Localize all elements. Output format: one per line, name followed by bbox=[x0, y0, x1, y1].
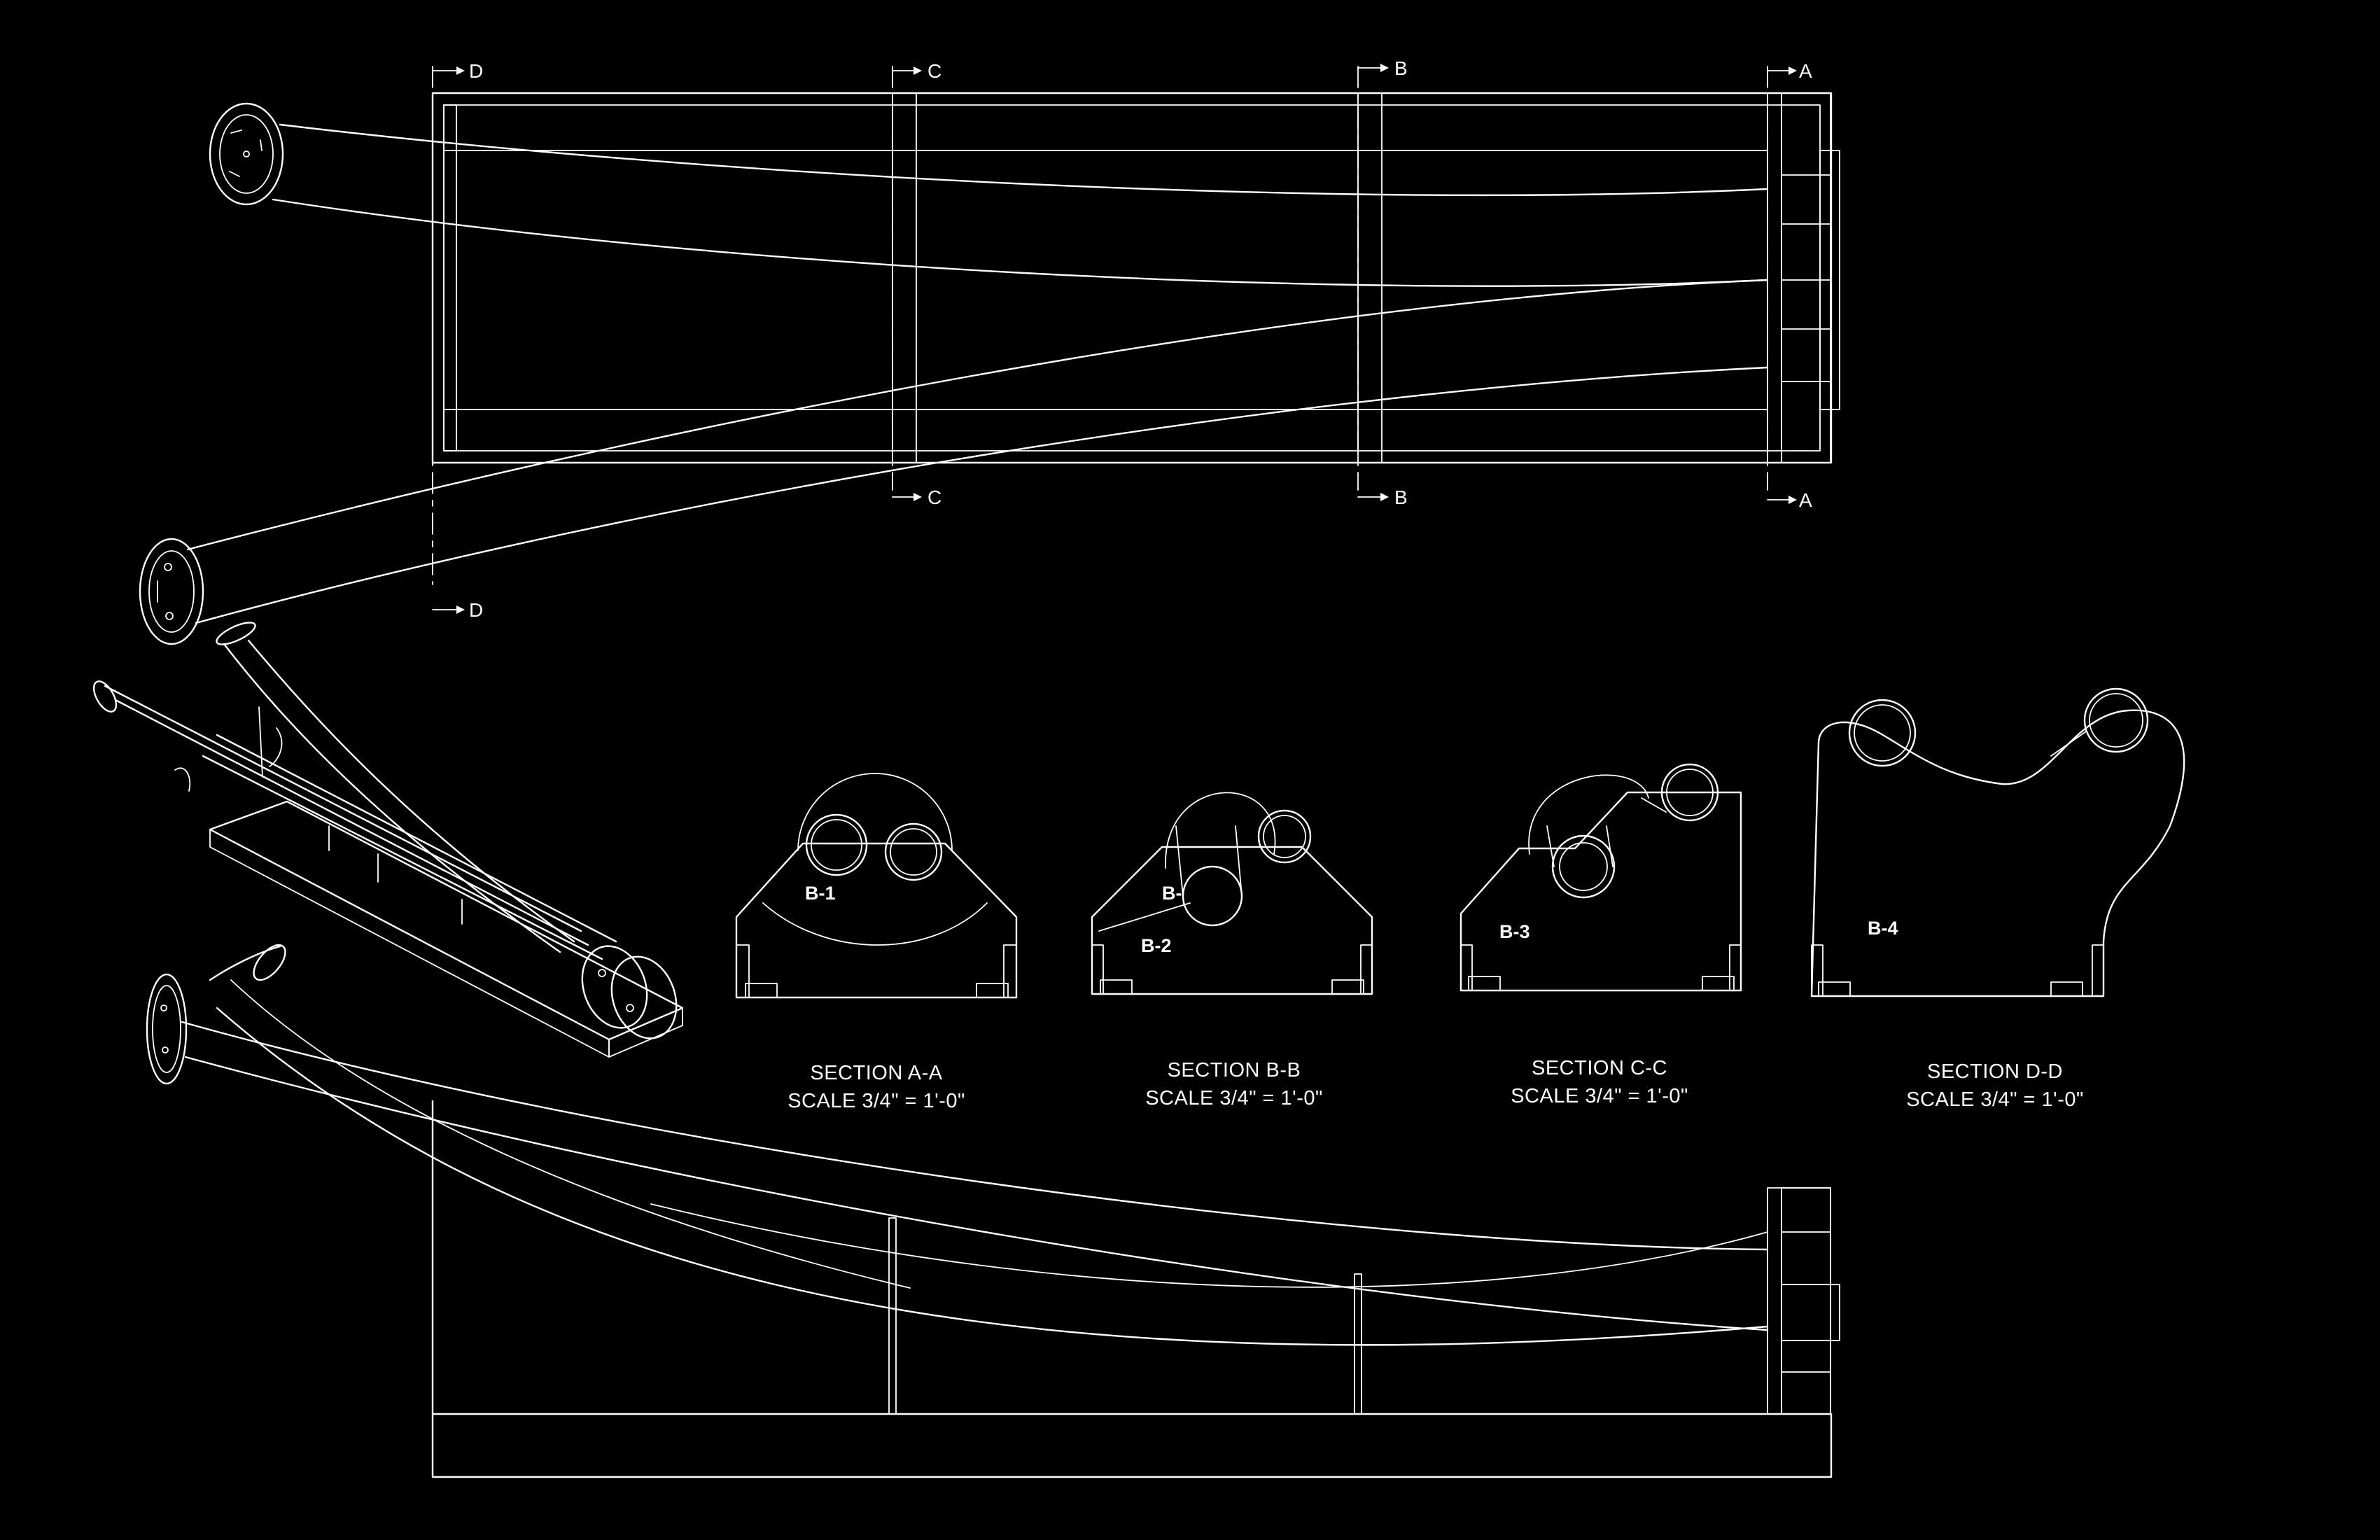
section-marker-b-label: B bbox=[1394, 57, 1408, 79]
part-tag-b1: B-1 bbox=[805, 883, 836, 904]
section-marker-b-bottom: B bbox=[1357, 486, 1408, 508]
plan-view: D D C C B B A bbox=[139, 57, 1840, 645]
section-marker-d-label: D bbox=[469, 60, 483, 82]
isometric-view bbox=[92, 622, 684, 1058]
section-d-d: B-4 SECTION D-D SCALE 3/4" = 1'-0" bbox=[1810, 687, 2185, 1111]
section-d-d-scale: SCALE 3/4" = 1'-0" bbox=[1906, 1088, 2084, 1111]
section-marker-b-label: B bbox=[1394, 486, 1408, 508]
section-marker-c-label: C bbox=[927, 60, 941, 82]
part-tag-b2: B-2 bbox=[1141, 935, 1172, 956]
section-marker-c-top: C bbox=[892, 60, 941, 82]
elevation-view bbox=[146, 944, 1840, 1478]
part-tag-b-partial: B- bbox=[1162, 883, 1182, 904]
plan-view-pipe-lower bbox=[139, 279, 1769, 645]
plan-view-frame bbox=[431, 92, 1840, 464]
section-marker-a-top: A bbox=[1767, 60, 1812, 82]
section-c-c-title: SECTION C-C bbox=[1532, 1057, 1667, 1079]
section-a-a-scale: SCALE 3/4" = 1'-0" bbox=[788, 1090, 965, 1112]
section-marker-d-bottom: D bbox=[432, 599, 483, 621]
section-a-a: B-1 SECTION A-A SCALE 3/4" = 1'-0" bbox=[735, 773, 1018, 1112]
section-a-a-title: SECTION A-A bbox=[810, 1062, 942, 1084]
section-marker-a-label: A bbox=[1799, 489, 1812, 511]
section-b-b-scale: SCALE 3/4" = 1'-0" bbox=[1145, 1087, 1323, 1110]
part-tag-b3: B-3 bbox=[1499, 921, 1530, 942]
section-marker-d-label: D bbox=[469, 599, 483, 621]
section-b-b: B- B-2 SECTION B-B SCALE 3/4" = 1'-0" bbox=[1091, 792, 1373, 1110]
section-marker-a-label: A bbox=[1799, 60, 1812, 82]
plan-view-pipe-upper bbox=[209, 102, 1769, 287]
section-marker-c-bottom: C bbox=[892, 486, 941, 508]
section-marker-b-top: B bbox=[1357, 57, 1408, 79]
section-cut-lines bbox=[432, 66, 1768, 585]
section-marker-d-top: D bbox=[432, 60, 483, 82]
section-marker-a-bottom: A bbox=[1767, 489, 1812, 511]
part-tag-b4: B-4 bbox=[1868, 918, 1898, 939]
section-marker-c-label: C bbox=[927, 486, 941, 508]
section-b-b-title: SECTION B-B bbox=[1168, 1059, 1301, 1082]
section-c-c-scale: SCALE 3/4" = 1'-0" bbox=[1511, 1085, 1688, 1107]
section-c-c: B-3 SECTION C-C SCALE 3/4" = 1'-0" bbox=[1460, 763, 1742, 1107]
section-d-d-title: SECTION D-D bbox=[1927, 1060, 2063, 1083]
